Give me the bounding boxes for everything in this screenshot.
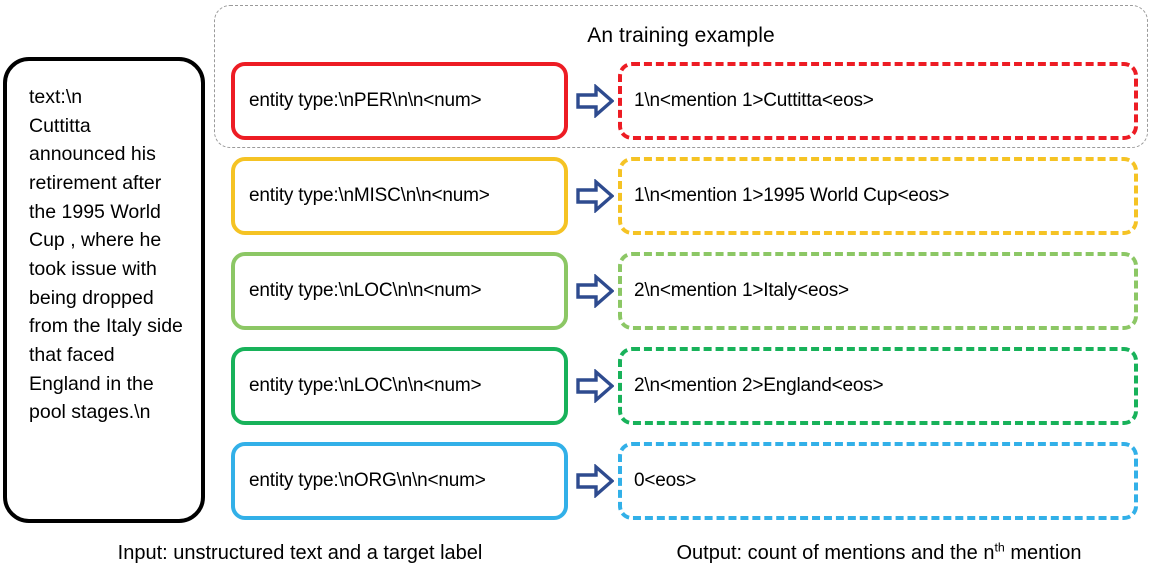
output-text: 0<eos> xyxy=(634,470,697,491)
input-prompt-text: entity type:\nMISC\n\n<num> xyxy=(249,185,490,206)
output-caption: Output: count of mentions and the nth me… xyxy=(600,540,1158,565)
output-text: 2\n<mention 2>England<eos> xyxy=(634,375,884,396)
output-text: 1\n<mention 1>Cuttitta<eos> xyxy=(634,90,874,111)
output-box-loc-1[interactable]: 2\n<mention 1>Italy<eos> xyxy=(618,252,1138,330)
example-row: entity type:\nPER\n\n<num> 1\n<mention 1… xyxy=(0,62,1158,140)
right-block-arrow-icon xyxy=(576,369,614,403)
right-block-arrow-icon xyxy=(576,84,614,118)
source-text-box: text:\n Cuttitta announced his retiremen… xyxy=(3,57,205,523)
input-box-per[interactable]: entity type:\nPER\n\n<num> xyxy=(231,62,568,140)
right-block-arrow-icon xyxy=(576,464,614,498)
output-box-misc[interactable]: 1\n<mention 1>1995 World Cup<eos> xyxy=(618,157,1138,235)
output-caption-suffix: mention xyxy=(1004,542,1082,564)
input-caption: Input: unstructured text and a target la… xyxy=(117,542,483,564)
output-caption-prefix: Output: count of mentions and the n xyxy=(676,542,995,564)
output-text: 2\n<mention 1>Italy<eos> xyxy=(634,280,849,301)
example-row: entity type:\nLOC\n\n<num> 2\n<mention 2… xyxy=(0,347,1158,425)
input-box-loc-1[interactable]: entity type:\nLOC\n\n<num> xyxy=(231,252,568,330)
input-box-org[interactable]: entity type:\nORG\n\n<num> xyxy=(231,442,568,520)
output-box-org[interactable]: 0<eos> xyxy=(618,442,1138,520)
input-box-misc[interactable]: entity type:\nMISC\n\n<num> xyxy=(231,157,568,235)
source-text: text:\n Cuttitta announced his retiremen… xyxy=(29,86,183,424)
input-prompt-text: entity type:\nORG\n\n<num> xyxy=(249,470,486,491)
training-example-label: An training example xyxy=(587,24,775,47)
right-block-arrow-icon xyxy=(576,274,614,308)
input-prompt-text: entity type:\nLOC\n\n<num> xyxy=(249,375,482,396)
input-prompt-text: entity type:\nLOC\n\n<num> xyxy=(249,280,482,301)
output-box-per[interactable]: 1\n<mention 1>Cuttitta<eos> xyxy=(618,62,1138,140)
output-box-loc-2[interactable]: 2\n<mention 2>England<eos> xyxy=(618,347,1138,425)
example-row: entity type:\nMISC\n\n<num> 1\n<mention … xyxy=(0,157,1158,235)
example-row: entity type:\nORG\n\n<num> 0<eos> xyxy=(0,442,1158,520)
output-caption-superscript: th xyxy=(994,540,1005,555)
input-prompt-text: entity type:\nPER\n\n<num> xyxy=(249,90,482,111)
input-box-loc-2[interactable]: entity type:\nLOC\n\n<num> xyxy=(231,347,568,425)
output-text: 1\n<mention 1>1995 World Cup<eos> xyxy=(634,185,950,206)
training-example-container xyxy=(214,5,1148,148)
right-block-arrow-icon xyxy=(576,179,614,213)
example-row: entity type:\nLOC\n\n<num> 2\n<mention 1… xyxy=(0,252,1158,330)
